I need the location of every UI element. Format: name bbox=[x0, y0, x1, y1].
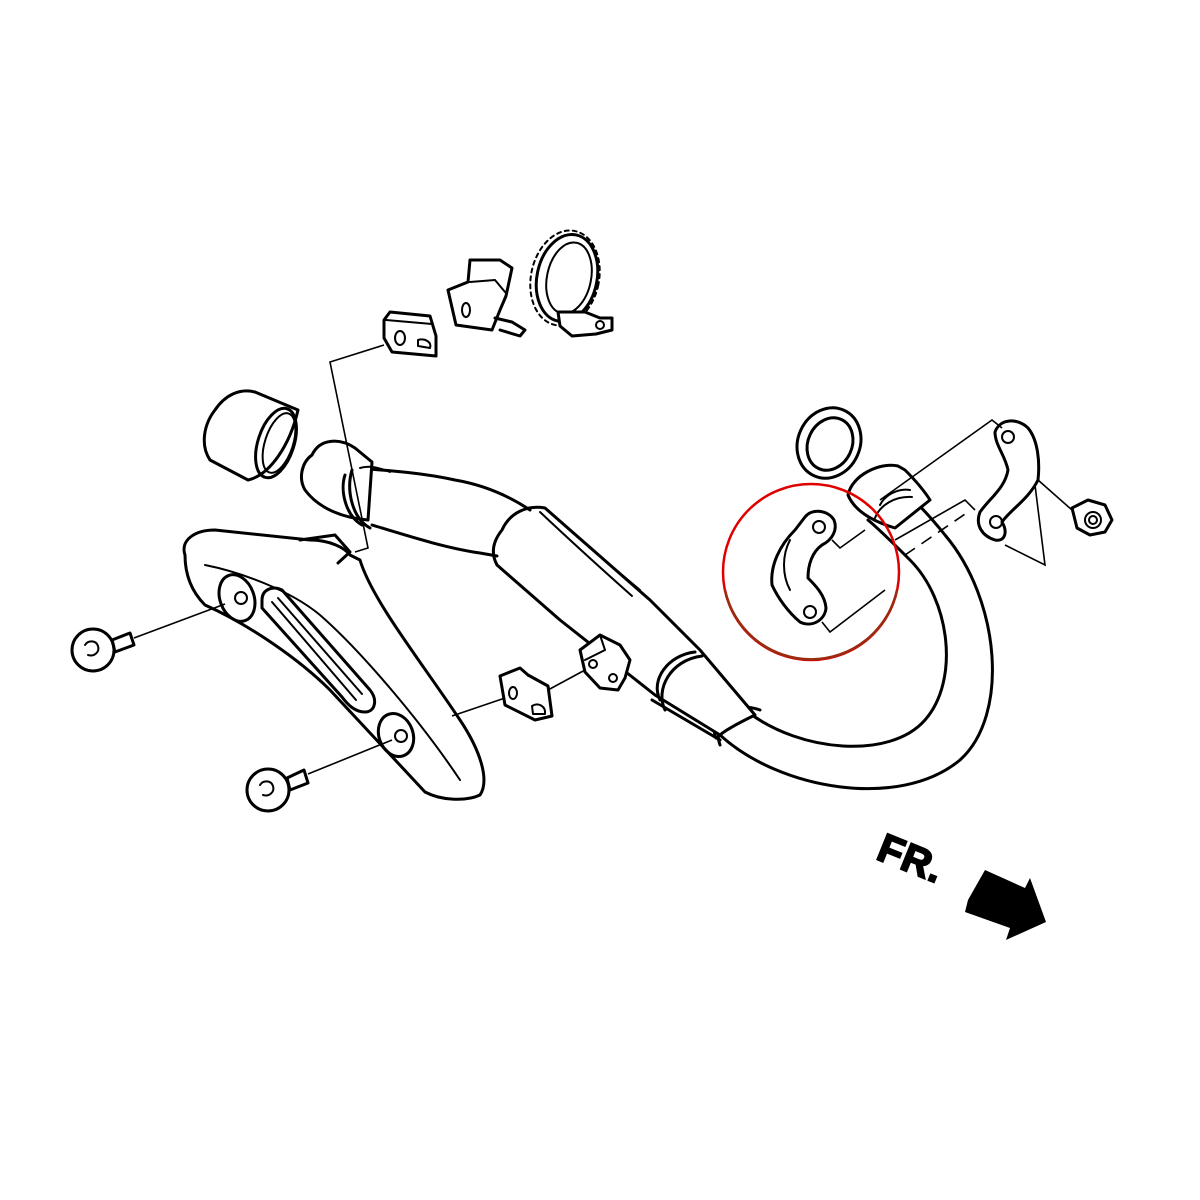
joint-flange[interactable] bbox=[879, 418, 1073, 567]
muffler-gasket-sleeve[interactable] bbox=[202, 389, 304, 483]
silencer-body[interactable] bbox=[491, 505, 757, 742]
arrow-right-down-icon bbox=[965, 870, 1046, 940]
guard-bolt-upper[interactable] bbox=[70, 603, 226, 673]
clip-nut-mid[interactable] bbox=[451, 666, 586, 722]
highlight-circle-bottom bbox=[723, 589, 899, 661]
clip-nut-upper[interactable] bbox=[382, 310, 438, 358]
muffler-inlet-pipe[interactable] bbox=[300, 439, 532, 558]
exhaust-gasket[interactable] bbox=[786, 397, 873, 488]
muffler-heat-guard[interactable] bbox=[182, 528, 486, 801]
clamp-bracket[interactable] bbox=[446, 258, 527, 338]
joint-bracket-circled[interactable] bbox=[770, 509, 886, 634]
guard-bolt-lower[interactable] bbox=[245, 739, 393, 813]
clamp-block[interactable] bbox=[578, 633, 632, 692]
flange-nut[interactable] bbox=[1070, 498, 1114, 537]
exhaust-pipe[interactable] bbox=[712, 463, 994, 791]
band-clamp[interactable] bbox=[522, 224, 614, 338]
